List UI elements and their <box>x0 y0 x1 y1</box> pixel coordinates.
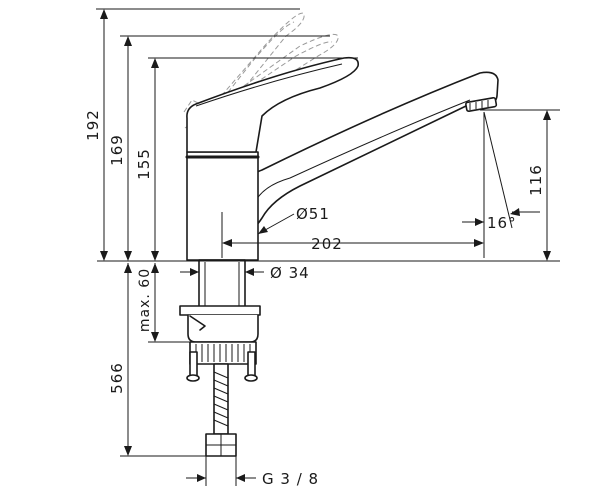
label-192: 192 <box>84 109 102 141</box>
label-16-degrees: 16° <box>487 214 517 232</box>
label-g-3-8: G 3 / 8 <box>262 470 319 488</box>
label-max-60: max. 60 <box>137 268 153 332</box>
aerator <box>465 96 498 113</box>
label-155: 155 <box>135 148 153 180</box>
label-566: 566 <box>108 362 126 394</box>
label-116: 116 <box>527 164 545 196</box>
threaded-nut <box>189 341 257 365</box>
dimension-labels: 192 169 155 116 max. 60 566 Ø51 202 Ø 34… <box>84 109 545 488</box>
label-diameter-34: Ø 34 <box>270 264 310 282</box>
mounting-plate <box>179 305 261 316</box>
dimension-lines <box>100 9 551 482</box>
faucet-body <box>179 56 499 457</box>
base-collar <box>198 259 246 309</box>
label-169: 169 <box>108 134 126 166</box>
label-diameter-51: Ø51 <box>296 205 330 223</box>
label-202: 202 <box>311 235 343 253</box>
